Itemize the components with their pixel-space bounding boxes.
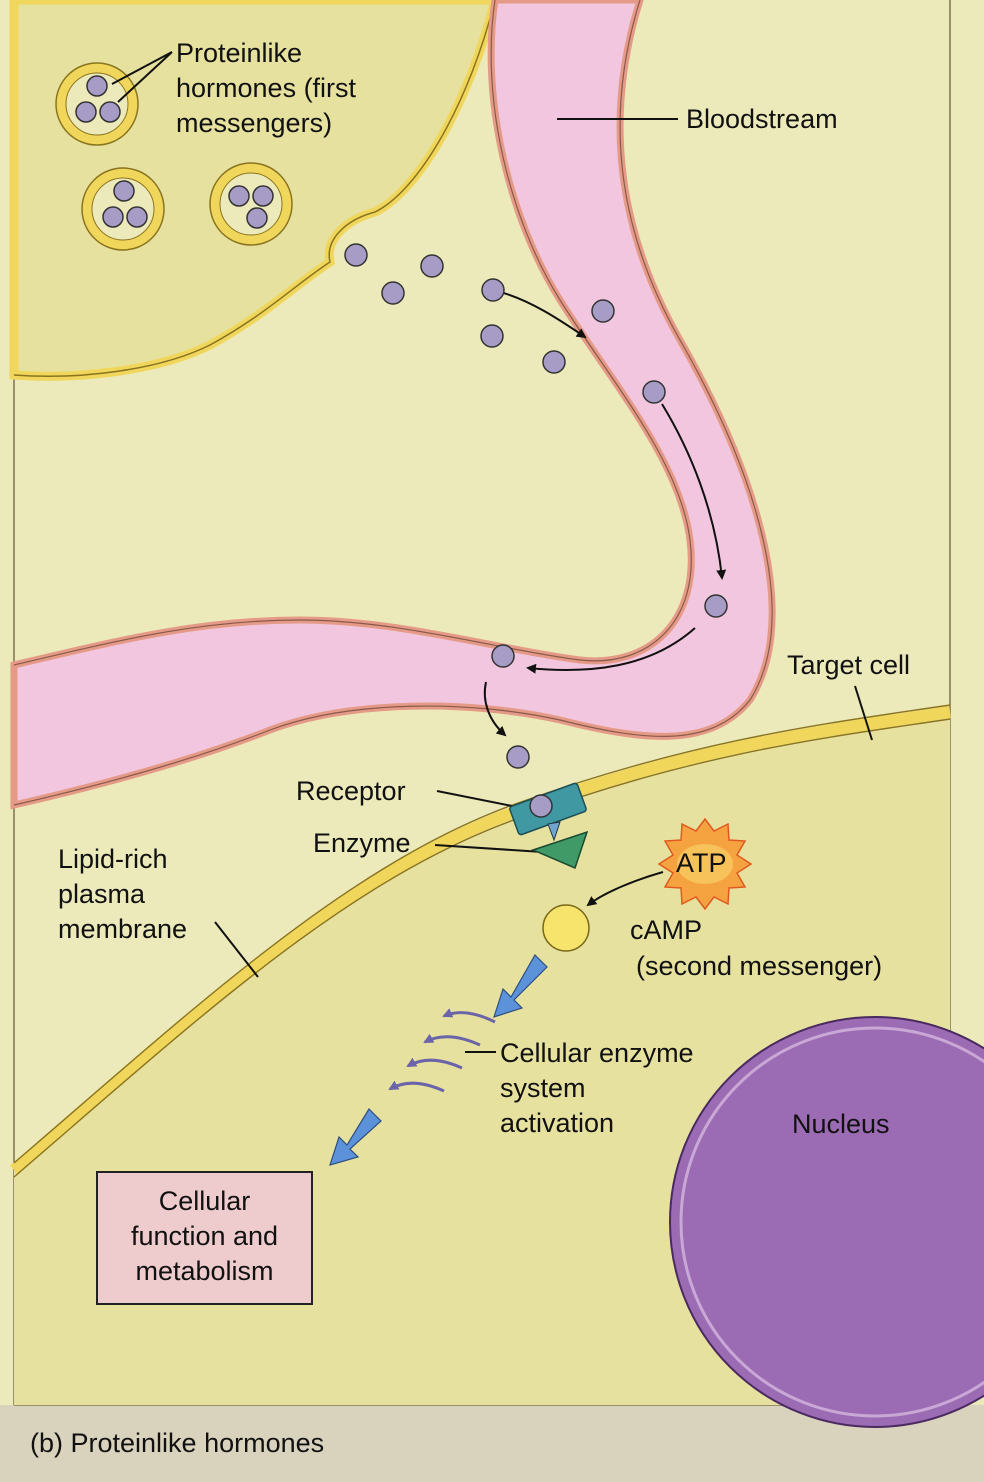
label-leader-line xyxy=(117,51,173,103)
hormone-molecule xyxy=(491,644,515,668)
figure-caption: (b) Proteinlike hormones xyxy=(30,1428,325,1458)
bloodstream-vessel-inner-edge xyxy=(13,0,773,806)
secretory-vesicle xyxy=(55,62,139,146)
hormone-molecule xyxy=(420,254,444,278)
plasma-membrane xyxy=(10,706,951,1175)
bloodstream-vessel-outer-edge xyxy=(13,0,692,666)
camp-molecule xyxy=(542,904,590,952)
secretory-vesicle xyxy=(209,162,293,246)
activation-line-1: Cellular enzyme xyxy=(500,1038,694,1068)
plasma-membrane-label: Lipid-rich plasma membrane xyxy=(58,842,187,947)
cellular-function-box xyxy=(96,1171,313,1305)
hormone-molecule xyxy=(480,324,504,348)
label-leader-line xyxy=(854,685,873,741)
first-messengers-line-3: messengers) xyxy=(176,108,333,138)
hormone-molecule xyxy=(481,278,505,302)
bloodstream-label: Bloodstream xyxy=(686,104,838,134)
label-leader-line xyxy=(436,790,513,807)
receptor-label: Receptor xyxy=(296,776,406,806)
hormone-molecules xyxy=(344,243,728,769)
hormone-molecule xyxy=(506,745,530,769)
first-messengers-line-1: Proteinlike xyxy=(176,38,303,68)
first-messengers-line-2: hormones (first xyxy=(176,73,357,103)
enzyme-activation-arrows xyxy=(388,1008,496,1093)
receptor-enzyme-link xyxy=(547,821,561,842)
atp-burst xyxy=(657,817,753,911)
hormone-molecule xyxy=(642,380,666,404)
secretory-vesicle xyxy=(81,167,165,251)
bound-hormone xyxy=(529,794,553,818)
target-cell-label: Target cell xyxy=(787,650,911,680)
nucleus xyxy=(669,1016,984,1428)
nucleus-envelope xyxy=(679,1026,984,1418)
function-line-1: Cellular xyxy=(158,1186,251,1216)
hormone-molecule xyxy=(344,243,368,267)
nucleus-label: Nucleus xyxy=(792,1109,890,1139)
function-line-3: metabolism xyxy=(135,1256,274,1286)
label-leader-line xyxy=(214,921,259,978)
enzyme xyxy=(530,830,589,870)
blood-flow-arrow xyxy=(483,681,507,737)
cellular-function-label: Cellular function and metabolism xyxy=(97,1184,312,1289)
hormone-molecule xyxy=(704,594,728,618)
enzyme-activation-label: Cellular enzyme system activation xyxy=(500,1036,694,1141)
activation-line-3: activation xyxy=(500,1108,615,1138)
atp-to-camp-arrow xyxy=(586,871,664,907)
signal-arrow-blue xyxy=(329,1108,382,1166)
plasma-membrane-outer-edge xyxy=(13,704,951,1164)
membrane-line-3: membrane xyxy=(58,914,188,944)
hormone-molecule xyxy=(381,281,405,305)
function-line-2: function and xyxy=(130,1221,279,1251)
endocrine-cell-membrane-edge xyxy=(13,0,496,377)
first-messengers-label: Proteinlike hormones (first messengers) xyxy=(176,36,356,141)
enzyme-label: Enzyme xyxy=(313,828,411,858)
blood-flow-arrow xyxy=(526,627,696,674)
label-leader-line xyxy=(111,51,173,85)
hormone-molecule xyxy=(591,299,615,323)
blood-flow-arrow xyxy=(499,291,587,339)
membrane-line-2: plasma xyxy=(58,879,146,909)
blood-flow-arrow xyxy=(661,403,727,580)
plasma-membrane-inner-edge xyxy=(13,718,951,1178)
membrane-line-1: Lipid-rich xyxy=(58,844,168,874)
hormone-molecule xyxy=(542,350,566,374)
activation-line-2: system xyxy=(500,1073,586,1103)
atp-label: ATP xyxy=(676,848,727,878)
second-messenger-label: (second messenger) xyxy=(636,951,883,981)
signal-arrow-blue xyxy=(493,954,548,1018)
camp-label: cAMP xyxy=(630,915,703,945)
